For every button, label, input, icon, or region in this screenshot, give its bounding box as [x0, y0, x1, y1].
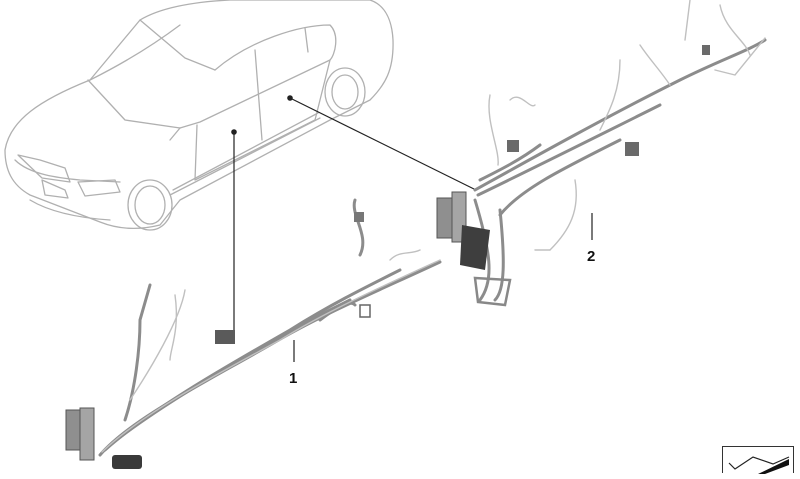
callout-label-1: 1	[289, 370, 298, 387]
front-door-harness-illustration	[65, 198, 442, 469]
assembly-symbol-icon	[722, 446, 794, 474]
rear-door-harness-illustration	[436, 0, 767, 307]
callout-label-2: 2	[587, 248, 596, 265]
leader-lines	[231, 95, 593, 362]
car-outline-illustration	[4, 0, 394, 231]
